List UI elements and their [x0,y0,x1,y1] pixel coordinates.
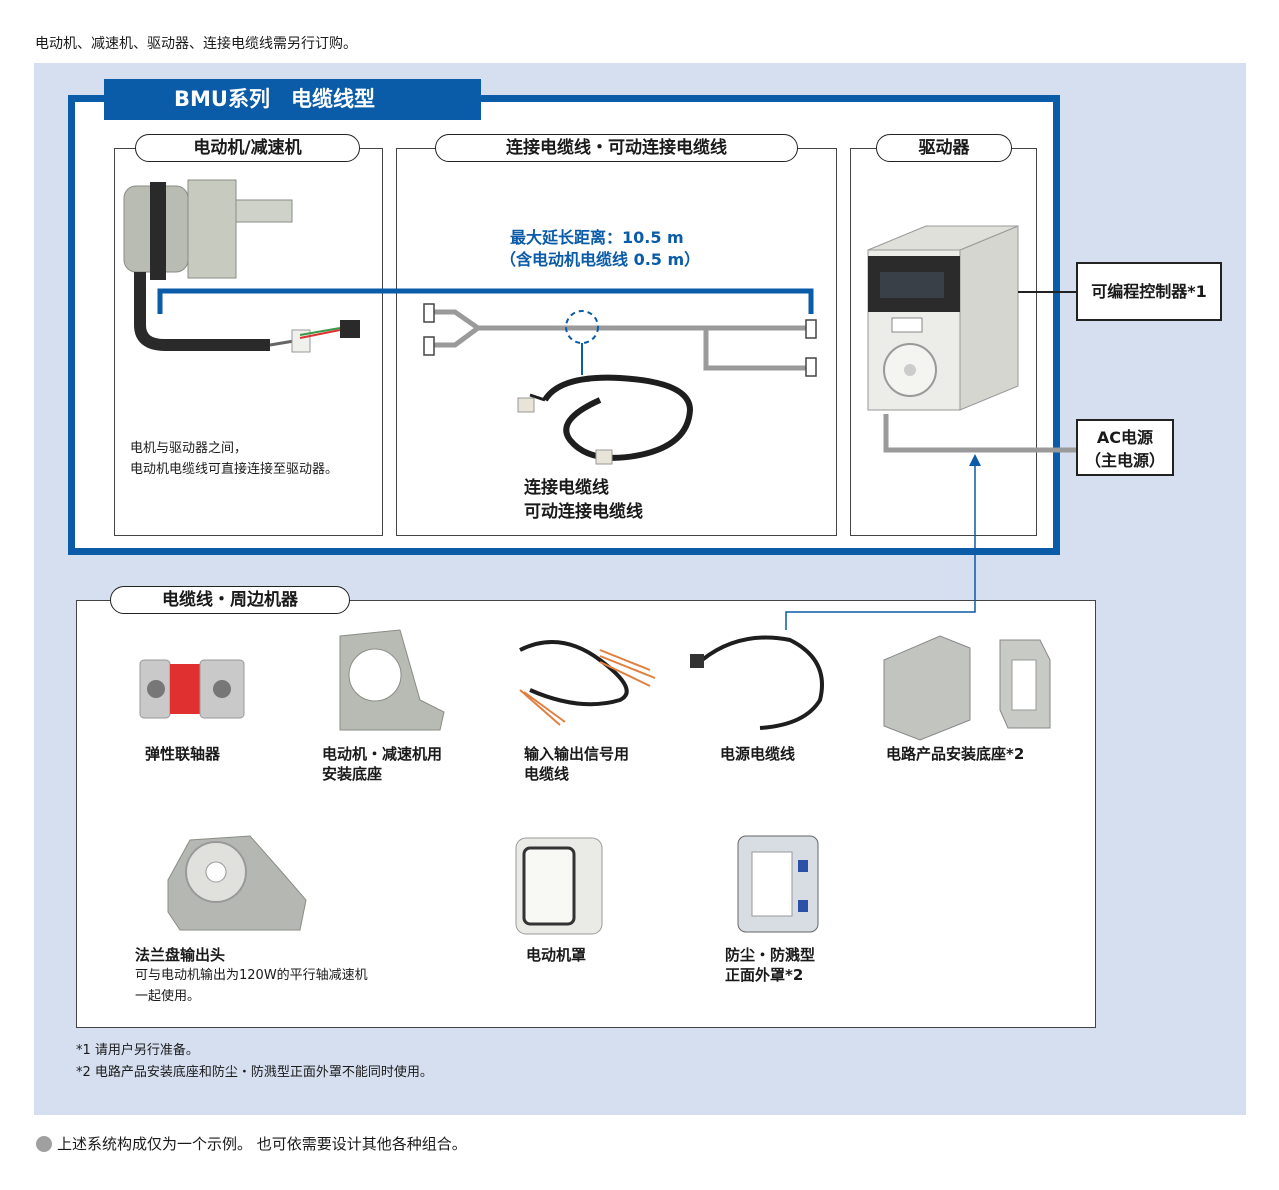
ac-label-line-1: AC电源 [1096,428,1154,447]
cable-diagram [434,309,806,371]
section-label-peripherals: 电缆线・周边机器 [110,586,350,614]
power-cord-icon [690,635,824,730]
item-mounting-bracket-name-2: 安装底座 [322,765,383,783]
cable-plug-b [595,449,613,465]
product-base-icon [883,635,1051,741]
distance-label-line-1: 最大延长距离：10.5 m [510,228,684,247]
footnote-2: *2 电路产品安装底座和防尘・防溅型正面外罩不能同时使用。 [76,1065,433,1080]
cable-plug-a [517,397,535,413]
item-front-cover-name-1: 防尘・防溅型 [725,946,816,964]
cable-panel [396,148,837,536]
flange-output-icon [167,835,307,931]
controller-label: 可编程控制器*1 [1091,282,1207,301]
motor-note-line-1: 电机与驱动器之间， [130,441,248,456]
detail-circle [565,310,599,344]
item-flange-output-name: 法兰盘输出头 [135,946,226,964]
ac-power-line [883,414,1076,453]
footnote-1: *1 请用户另行准备。 [76,1043,199,1058]
driver-icon [867,225,1019,411]
header-note: 电动机、减速机、驱动器、连接电缆线需另行订购。 [35,36,357,52]
bottom-note: 上述系统构成仅为一个示例。 也可依需要设计其他各种组合。 [57,1135,467,1153]
distance-bracket [157,288,814,314]
item-front-cover-name-2: 正面外罩*2 [725,966,804,984]
motor-note-line-2: 电动机电缆线可直接连接至驱动器。 [130,462,339,477]
item-motor-cover-name: 电动机罩 [526,946,587,964]
section-label-motor: 电动机/减速机 [135,134,360,162]
item-product-base-name: 电路产品安装底座*2 [886,745,1025,763]
bullet-icon [36,1136,52,1152]
motor-icon [123,179,360,353]
coiled-cable-icon [529,374,694,461]
motor-cover-icon [515,837,603,935]
ac-label-line-2: （主电源） [1084,451,1165,470]
cable-caption-line-2: 可动连接电缆线 [524,502,643,522]
item-io-cable-name-2: 电缆线 [524,765,570,783]
coupling-icon [139,659,245,719]
ac-power-box: AC电源 （主电源） [1076,419,1174,476]
mounting-bracket-icon [339,629,445,731]
cable-caption-line-1: 连接电缆线 [524,478,609,498]
item-flange-output-desc-1: 可与电动机输出为120W的平行轴减速机 [135,968,368,983]
front-cover-icon [737,835,819,933]
series-title: BMU系列 电缆线型 [104,79,481,120]
item-power-cable-name: 电源电缆线 [720,745,796,763]
cable-connectors [423,303,817,377]
section-label-cable: 连接电缆线・可动连接电缆线 [435,134,798,162]
item-io-cable-name-1: 输入输出信号用 [524,745,630,763]
distance-label-line-2: （含电动机电缆线 0.5 m） [500,250,701,269]
power-cable-arrow-line [785,466,976,630]
io-cable-icon [519,640,656,726]
power-cable-arrowhead [969,454,981,466]
item-mounting-bracket-name-1: 电动机・减速机用 [322,745,443,763]
item-flange-output-desc-2: 一起使用。 [135,989,201,1004]
item-coupling-name: 弹性联轴器 [145,745,221,763]
controller-box: 可编程控制器*1 [1076,262,1222,321]
section-label-driver: 驱动器 [876,134,1012,162]
